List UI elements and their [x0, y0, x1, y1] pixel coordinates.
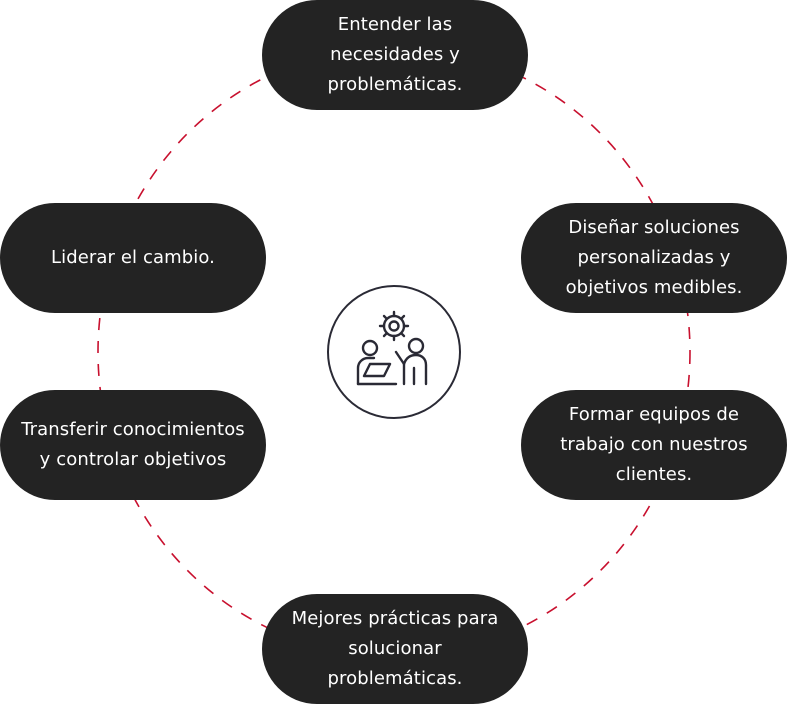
step-lead-change: Liderar el cambio. — [0, 203, 266, 313]
center-badge — [327, 285, 461, 419]
team-collaboration-gear-icon — [356, 310, 428, 386]
step-design-solutions: Diseñar soluciones personalizadas y obje… — [521, 203, 787, 313]
step-label: Diseñar soluciones personalizadas y obje… — [565, 217, 743, 298]
step-label: Liderar el cambio. — [51, 247, 215, 268]
step-best-practices: Mejores prácticas para solucionar proble… — [262, 594, 528, 704]
gear-icon — [378, 310, 410, 342]
step-label: Transferir conocimientos y controlar obj… — [21, 419, 245, 470]
step-label: Entender las necesidades y problemáticas… — [327, 14, 463, 95]
step-understand-needs: Entender las necesidades y problemáticas… — [262, 0, 528, 110]
step-transfer-knowledge: Transferir conocimientos y controlar obj… — [0, 390, 266, 500]
step-label: Mejores prácticas para solucionar proble… — [291, 608, 499, 689]
step-form-teams: Formar equipos de trabajo con nuestros c… — [521, 390, 787, 500]
step-label: Formar equipos de trabajo con nuestros c… — [560, 404, 748, 485]
